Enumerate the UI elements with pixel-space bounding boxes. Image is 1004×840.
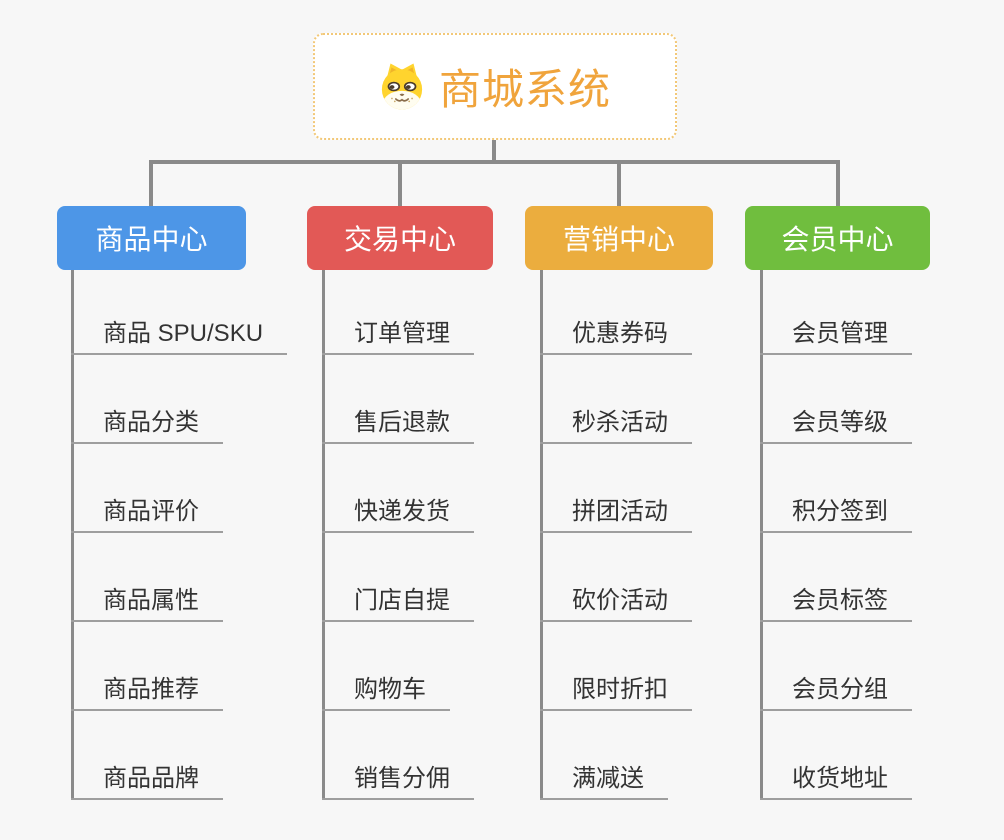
branch-topic-products[interactable]: 商品中心 bbox=[57, 206, 246, 270]
subtopic-item[interactable]: 秒杀活动 bbox=[540, 398, 692, 444]
subtopic-item[interactable]: 售后退款 bbox=[322, 398, 474, 444]
branch-trunk-line bbox=[322, 270, 325, 800]
subtopic-label: 会员管理 bbox=[792, 320, 888, 347]
subtopic-label: 商品推荐 bbox=[103, 676, 199, 703]
branch-topic-marketing[interactable]: 营销中心 bbox=[525, 206, 713, 270]
subtopic-item[interactable]: 会员等级 bbox=[760, 398, 912, 444]
subtopic-label: 商品品牌 bbox=[103, 765, 199, 792]
branch-trunk-line bbox=[71, 270, 74, 800]
subtopic-label: 会员等级 bbox=[792, 409, 888, 436]
subtopic-item[interactable]: 购物车 bbox=[322, 665, 450, 711]
branch-trunk-line bbox=[760, 270, 763, 800]
branch-topic-label: 会员中心 bbox=[781, 224, 894, 255]
subtopic-label: 销售分佣 bbox=[354, 765, 450, 792]
branch-drop-line bbox=[398, 160, 402, 206]
subtopic-item[interactable]: 商品评价 bbox=[71, 487, 223, 533]
branch-trunk-line bbox=[540, 270, 543, 800]
subtopic-item[interactable]: 收货地址 bbox=[760, 754, 912, 800]
branch-topic-label: 营销中心 bbox=[562, 224, 675, 255]
subtopic-item[interactable]: 限时折扣 bbox=[540, 665, 692, 711]
subtopic-item[interactable]: 销售分佣 bbox=[322, 754, 474, 800]
subtopic-label: 售后退款 bbox=[354, 409, 450, 436]
root-topic-title: 商城系统 bbox=[438, 66, 611, 113]
subtopic-item[interactable]: 订单管理 bbox=[322, 309, 474, 355]
subtopic-item[interactable]: 门店自提 bbox=[322, 576, 474, 622]
subtopic-label: 购物车 bbox=[354, 676, 426, 703]
subtopic-item[interactable]: 砍价活动 bbox=[540, 576, 692, 622]
subtopic-label: 会员标签 bbox=[792, 587, 888, 614]
subtopic-label: 商品分类 bbox=[103, 409, 199, 436]
subtopic-label: 拼团活动 bbox=[572, 498, 668, 525]
subtopic-item[interactable]: 拼团活动 bbox=[540, 487, 692, 533]
subtopic-label: 商品 SPU/SKU bbox=[103, 320, 264, 347]
subtopic-label: 优惠券码 bbox=[572, 320, 668, 347]
subtopic-label: 限时折扣 bbox=[572, 676, 668, 703]
root-connector-line bbox=[492, 140, 496, 162]
subtopic-label: 积分签到 bbox=[792, 498, 888, 525]
shiba-dog-icon bbox=[381, 63, 423, 110]
branch-bus-line bbox=[149, 160, 840, 164]
subtopic-label: 砍价活动 bbox=[572, 587, 668, 614]
subtopic-item[interactable]: 积分签到 bbox=[760, 487, 912, 533]
subtopic-label: 满减送 bbox=[572, 765, 644, 792]
subtopic-label: 订单管理 bbox=[354, 320, 450, 347]
subtopic-item[interactable]: 商品分类 bbox=[71, 398, 223, 444]
branch-drop-line bbox=[149, 160, 153, 206]
subtopic-label: 门店自提 bbox=[354, 587, 450, 614]
subtopic-item[interactable]: 商品品牌 bbox=[71, 754, 223, 800]
subtopic-label: 商品属性 bbox=[103, 587, 199, 614]
subtopic-item[interactable]: 商品推荐 bbox=[71, 665, 223, 711]
subtopic-item[interactable]: 商品 SPU/SKU bbox=[71, 309, 288, 355]
branch-drop-line bbox=[617, 160, 621, 206]
branch-topic-trade[interactable]: 交易中心 bbox=[307, 206, 493, 270]
subtopic-item[interactable]: 会员管理 bbox=[760, 309, 912, 355]
subtopic-label: 商品评价 bbox=[103, 498, 199, 525]
branch-drop-line bbox=[836, 160, 840, 206]
subtopic-item[interactable]: 商品属性 bbox=[71, 576, 223, 622]
subtopic-label: 快递发货 bbox=[354, 498, 450, 525]
subtopic-item[interactable]: 满减送 bbox=[540, 754, 668, 800]
subtopic-label: 收货地址 bbox=[792, 765, 888, 792]
root-topic[interactable]: 商城系统 bbox=[313, 33, 677, 140]
subtopic-item[interactable]: 会员分组 bbox=[760, 665, 912, 711]
branch-topic-label: 商品中心 bbox=[95, 224, 208, 255]
subtopic-label: 会员分组 bbox=[792, 676, 888, 703]
subtopic-item[interactable]: 会员标签 bbox=[760, 576, 912, 622]
branch-topic-members[interactable]: 会员中心 bbox=[745, 206, 930, 270]
subtopic-item[interactable]: 优惠券码 bbox=[540, 309, 692, 355]
subtopic-item[interactable]: 快递发货 bbox=[322, 487, 474, 533]
branch-topic-label: 交易中心 bbox=[343, 224, 456, 255]
subtopic-label: 秒杀活动 bbox=[572, 409, 668, 436]
